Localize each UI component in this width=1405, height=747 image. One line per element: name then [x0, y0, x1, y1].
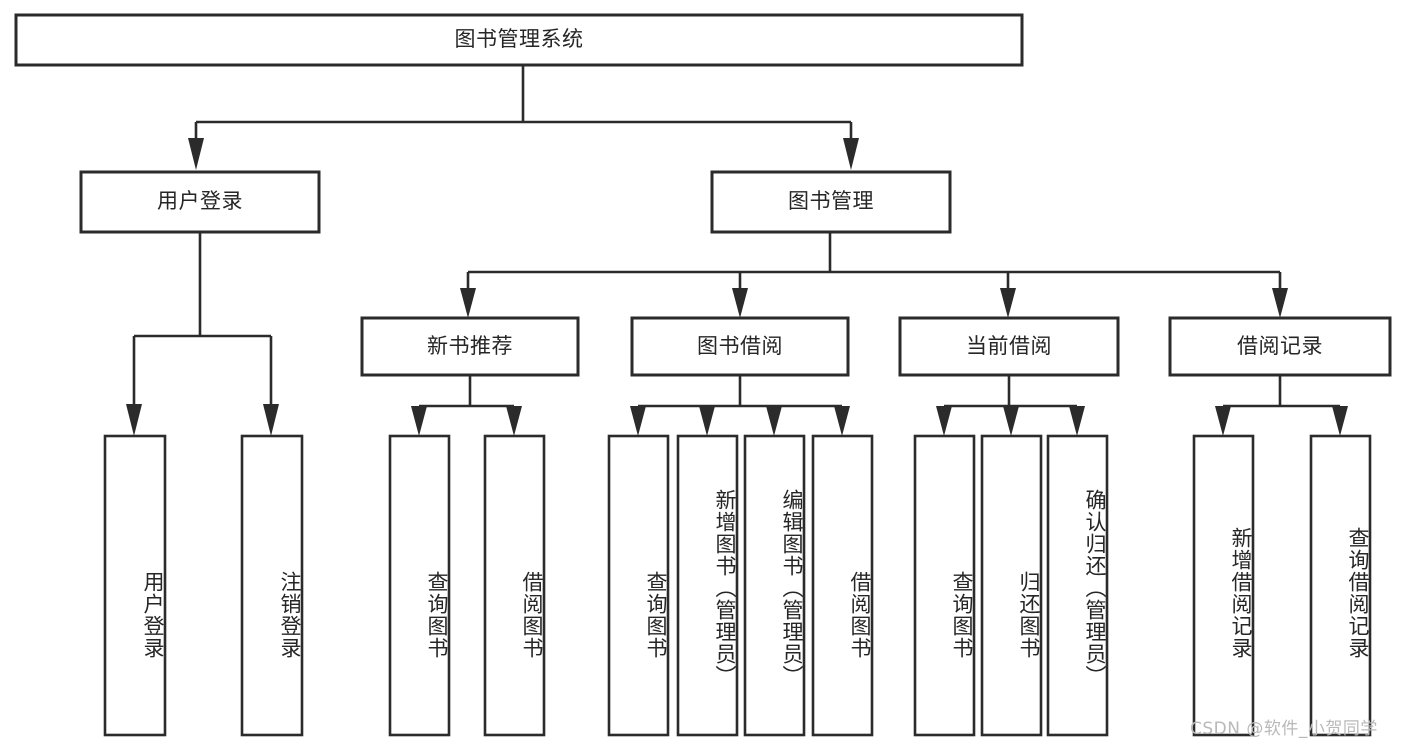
leaf-box-borrow-book-2[interactable] [811, 434, 874, 737]
node-current-borrow-box[interactable] [898, 316, 1120, 377]
arrowhead-to-user-login [188, 138, 204, 170]
arrowhead-bb-leaf3 [766, 406, 782, 436]
leaf-box-query-borrow-record[interactable] [1309, 434, 1372, 737]
leaf-box-query-book-1[interactable] [388, 434, 451, 737]
node-borrow-record-box[interactable] [1168, 316, 1392, 377]
leaf-box-user-login[interactable] [103, 434, 167, 737]
node-book-mgmt-box[interactable] [710, 170, 952, 234]
leaf-box-query-book-2[interactable] [607, 434, 670, 737]
node-root-box[interactable] [14, 13, 1024, 67]
arrowhead-to-book-borrow [732, 288, 748, 318]
csdn-watermark: CSDN @软件_小贺同学 [1190, 719, 1378, 739]
leaf-box-add-book[interactable] [676, 434, 739, 737]
node-new-book-rec-box[interactable] [360, 316, 580, 377]
arrowhead-leaf-logout [263, 404, 279, 436]
node-user-login-box[interactable] [79, 170, 321, 234]
leaf-box-confirm-return[interactable] [1046, 434, 1109, 737]
arrowhead-cb-leaf2 [1003, 406, 1019, 436]
arrowhead-cb-leaf1 [936, 406, 952, 436]
arrowhead-to-borrow-record [1272, 288, 1288, 318]
leaf-box-query-book-3[interactable] [913, 434, 976, 737]
arrowhead-bb-leaf2 [699, 406, 715, 436]
leaf-box-logout[interactable] [240, 434, 304, 737]
arrowhead-nbr-leaf2 [506, 406, 522, 436]
arrowhead-leaf-user-login [126, 404, 142, 436]
node-book-borrow-box[interactable] [630, 316, 850, 377]
arrowhead-nbr-leaf1 [411, 406, 427, 436]
arrowhead-to-new-book-rec [460, 288, 476, 318]
arrowhead-to-book-mgmt [843, 138, 859, 170]
leaf-box-edit-book[interactable] [743, 434, 806, 737]
leaf-box-add-borrow-record[interactable] [1192, 434, 1255, 737]
arrowhead-br-leaf1 [1215, 406, 1231, 436]
arrowhead-cb-leaf3 [1069, 406, 1085, 436]
arrowhead-bb-leaf1 [630, 406, 646, 436]
arrowhead-to-current-borrow [1000, 288, 1016, 318]
arrowhead-bb-leaf4 [834, 406, 850, 436]
arrowhead-br-leaf2 [1332, 406, 1348, 436]
leaf-box-return-book[interactable] [980, 434, 1043, 737]
leaf-box-borrow-book-1[interactable] [483, 434, 546, 737]
